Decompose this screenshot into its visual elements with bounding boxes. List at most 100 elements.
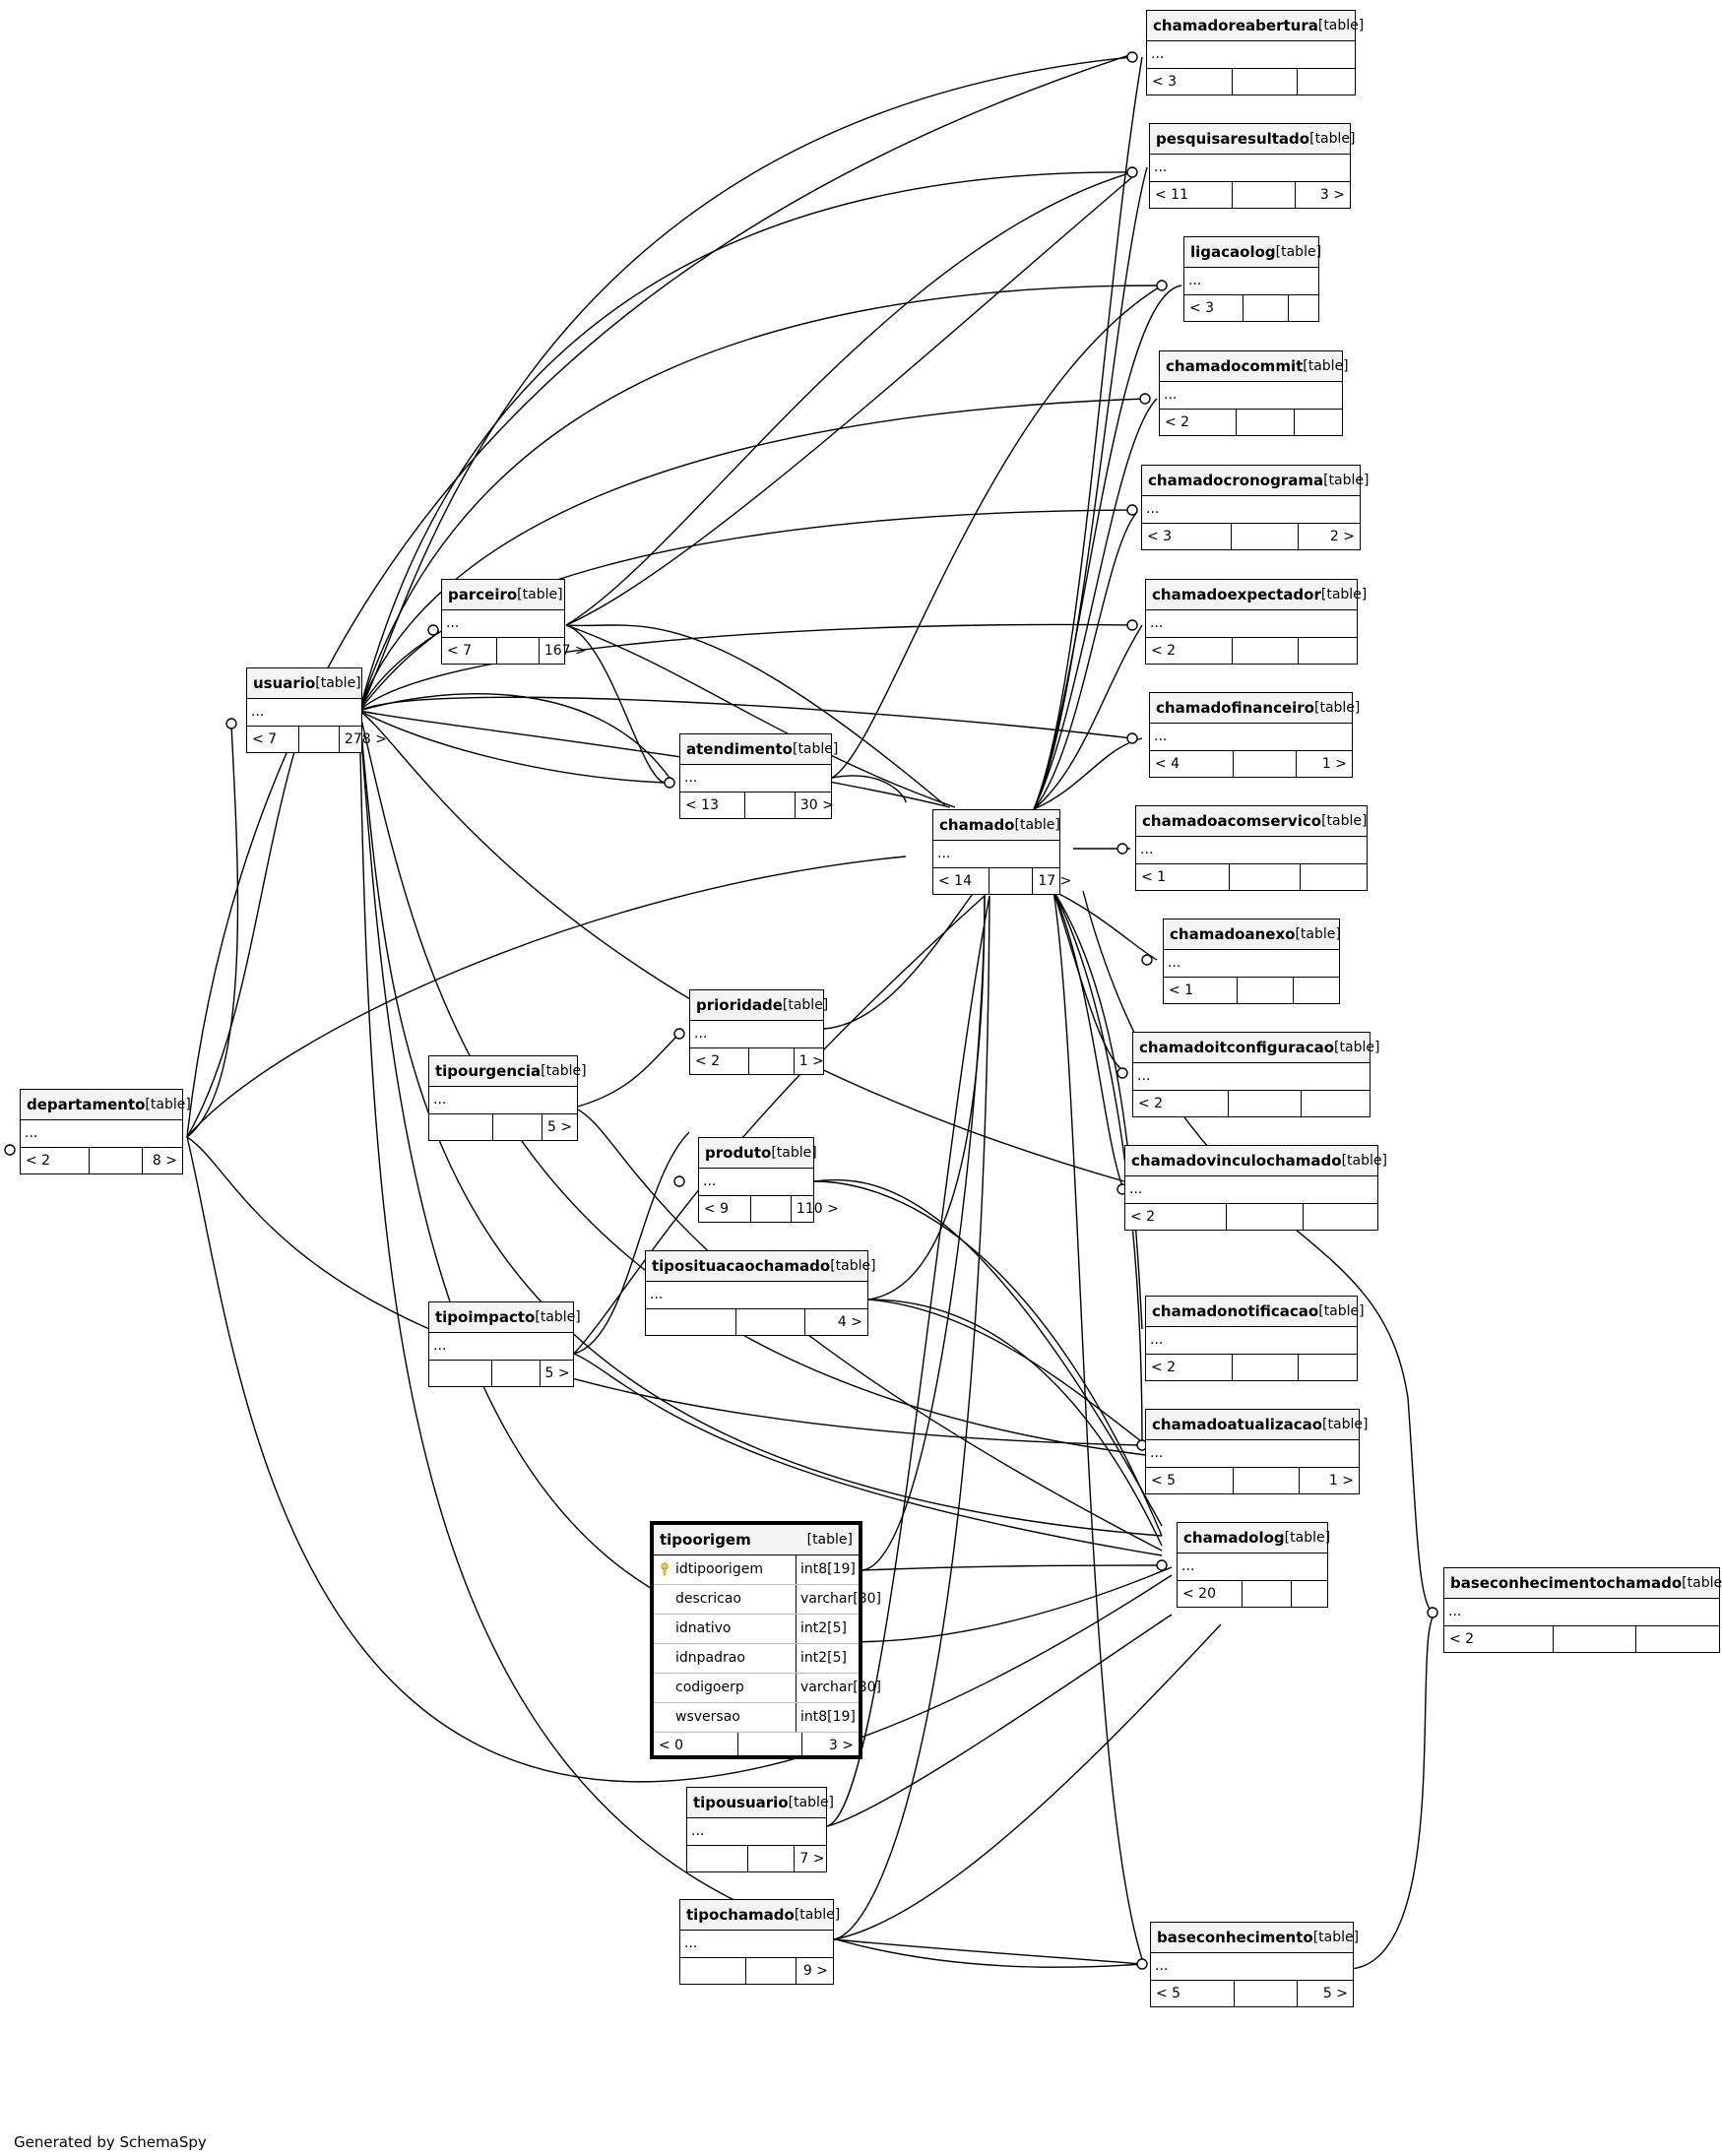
- parent-count[interactable]: < 9: [699, 1196, 751, 1222]
- parent-count[interactable]: < 2: [1146, 1355, 1234, 1380]
- table-header: chamadoreabertura[table]: [1147, 11, 1364, 41]
- table-tipousuario[interactable]: tipousuario[table]...7 >: [686, 1787, 834, 1872]
- child-count[interactable]: 167 >: [543, 643, 587, 659]
- parent-count[interactable]: [429, 1114, 493, 1140]
- table-chamadoitconfiguracao[interactable]: chamadoitconfiguracao[table]...< 2: [1132, 1032, 1379, 1117]
- parent-count[interactable]: < 3: [1184, 295, 1244, 321]
- table-chamadoexpectador[interactable]: chamadoexpectador[table]...< 2: [1145, 579, 1367, 665]
- child-count[interactable]: 3 >: [828, 1738, 854, 1753]
- parent-count[interactable]: < 14: [933, 868, 990, 894]
- table-chamadoreabertura[interactable]: chamadoreabertura[table]...< 3: [1146, 10, 1364, 95]
- table-chamadoanexo[interactable]: chamadoanexo[table]...< 1: [1163, 919, 1341, 1004]
- child-count[interactable]: [1298, 69, 1355, 95]
- table-footer: < 9 110 >: [699, 1196, 839, 1222]
- child-count[interactable]: 30 >: [799, 797, 834, 813]
- child-count[interactable]: [1299, 1355, 1357, 1380]
- parent-count[interactable]: < 7: [442, 638, 497, 664]
- child-count[interactable]: [1304, 1204, 1377, 1230]
- child-count[interactable]: 3 >: [1319, 187, 1345, 203]
- child-count[interactable]: 7 >: [799, 1851, 825, 1867]
- parent-count[interactable]: < 3: [1142, 524, 1232, 549]
- parent-count[interactable]: < 7: [247, 727, 299, 752]
- child-count[interactable]: [1301, 864, 1367, 890]
- child-count[interactable]: 8 >: [152, 1153, 177, 1169]
- child-count[interactable]: 5 >: [547, 1119, 573, 1135]
- table-tipourgencia[interactable]: tipourgencia[table]...5 >: [428, 1055, 587, 1141]
- table-name: tipoorigem: [660, 1531, 751, 1549]
- parent-count[interactable]: < 5: [1146, 1468, 1234, 1493]
- child-count[interactable]: 5 >: [1322, 1986, 1348, 2001]
- child-count[interactable]: 278 >: [344, 731, 387, 747]
- parent-count[interactable]: [429, 1361, 492, 1386]
- child-count[interactable]: 2 >: [1329, 529, 1355, 544]
- parent-count[interactable]: < 2: [690, 1048, 749, 1074]
- table-tag: [table]: [830, 1258, 876, 1274]
- parent-count[interactable]: < 13: [680, 793, 746, 818]
- child-count[interactable]: 9 >: [802, 1963, 828, 1979]
- table-name: chamadonotificacao: [1152, 1302, 1319, 1320]
- child-count[interactable]: [1289, 295, 1318, 321]
- table-columns-collapsed: ...: [680, 765, 831, 793]
- parent-count[interactable]: [680, 1958, 746, 1984]
- parent-count[interactable]: < 2: [1125, 1204, 1228, 1230]
- parent-count[interactable]: < 20: [1178, 1581, 1243, 1607]
- parent-count[interactable]: < 1: [1136, 864, 1231, 890]
- parent-count[interactable]: < 5: [1151, 1981, 1235, 2006]
- table-chamadonotificacao[interactable]: chamadonotificacao[table]...< 2: [1145, 1296, 1365, 1381]
- table-chamadolog[interactable]: chamadolog[table]...< 20: [1177, 1522, 1330, 1608]
- table-baseconhecimentochamado[interactable]: baseconhecimentochamado[table]...< 2: [1443, 1567, 1722, 1653]
- child-count[interactable]: [1302, 1091, 1370, 1116]
- child-count[interactable]: [1636, 1626, 1719, 1652]
- parent-count[interactable]: < 1: [1164, 978, 1239, 1003]
- child-count[interactable]: [1295, 410, 1342, 435]
- table-chamadovinculochamado[interactable]: chamadovinculochamado[table]...< 2: [1124, 1145, 1387, 1231]
- child-count[interactable]: 1 >: [1328, 1473, 1354, 1489]
- table-chamadocommit[interactable]: chamadocommit[table]...< 2: [1159, 350, 1349, 436]
- child-count[interactable]: [1299, 638, 1357, 664]
- parent-count[interactable]: < 3: [1147, 69, 1233, 95]
- table-tiposituacaochamado[interactable]: tiposituacaochamado[table]...4 >: [645, 1250, 876, 1336]
- parent-count[interactable]: < 2: [1444, 1626, 1555, 1652]
- child-count[interactable]: 1 >: [798, 1053, 824, 1069]
- table-name: chamadoitconfiguracao: [1139, 1039, 1335, 1056]
- parent-count[interactable]: [646, 1309, 736, 1335]
- child-count[interactable]: [1294, 978, 1339, 1003]
- parent-count[interactable]: < 11: [1150, 182, 1234, 208]
- child-count[interactable]: 5 >: [544, 1365, 570, 1381]
- parent-count[interactable]: < 2: [1133, 1091, 1230, 1116]
- parent-count[interactable]: < 2: [1160, 410, 1237, 435]
- parent-count[interactable]: < 4: [1150, 751, 1234, 777]
- child-count[interactable]: 1 >: [1321, 756, 1347, 772]
- table-tipochamado[interactable]: tipochamado[table]...9 >: [679, 1899, 840, 1985]
- table-tipoimpacto[interactable]: tipoimpacto[table]...5 >: [428, 1301, 581, 1387]
- child-count[interactable]: 4 >: [837, 1314, 862, 1330]
- parent-count[interactable]: < 0: [654, 1733, 738, 1758]
- child-count[interactable]: 110 >: [796, 1201, 839, 1217]
- parent-count[interactable]: < 2: [1146, 638, 1234, 664]
- parent-count[interactable]: [687, 1846, 748, 1871]
- parent-count[interactable]: < 2: [21, 1148, 91, 1173]
- child-count[interactable]: 17 >: [1038, 873, 1072, 889]
- table-ligacaolog[interactable]: ligacaolog[table]...< 3: [1183, 236, 1321, 322]
- table-chamadoacomservico[interactable]: chamadoacomservico[table]...< 1: [1135, 805, 1368, 891]
- child-count[interactable]: [1292, 1581, 1327, 1607]
